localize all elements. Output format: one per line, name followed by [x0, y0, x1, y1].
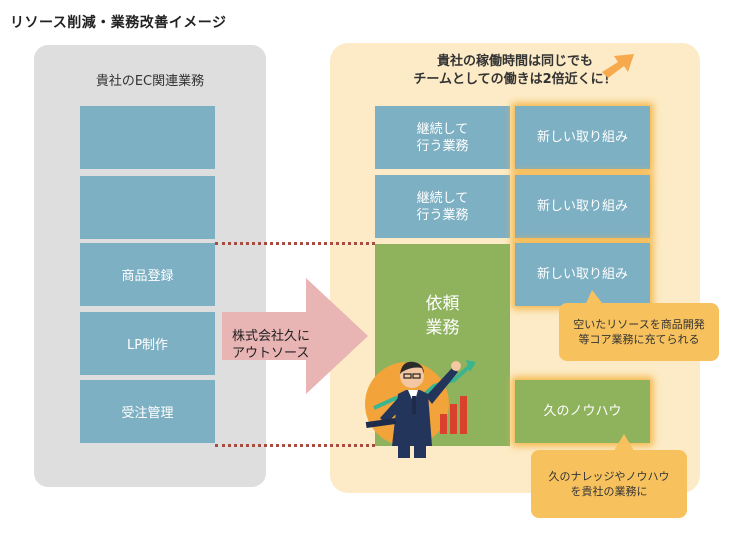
continuing-task-line-1: 継続して	[416, 190, 469, 206]
bubble-knowledge: 久のナレッジやノウハウ を貴社の業務に	[531, 450, 687, 518]
new-initiative-box-1: 新しい取り組み	[515, 106, 650, 169]
new-initiative-box-2: 新しい取り組み	[515, 175, 650, 238]
right-title-line-1: 貴社の稼働時間は同じでも	[436, 54, 593, 69]
left-box-1	[80, 106, 215, 169]
dotted-line-top	[215, 242, 375, 245]
request-line-2: 業務	[425, 318, 460, 338]
left-box-product-registration: 商品登録	[80, 243, 215, 306]
continuing-task-line-2: 行う業務	[416, 138, 469, 154]
bubble-free-resources: 空いたリソースを商品開発 等コア業務に充てられる	[559, 303, 719, 361]
arrow-label-line-2: アウトソース	[232, 346, 310, 361]
new-initiative-box-3: 新しい取り組み	[515, 243, 650, 306]
dotted-line-bottom	[215, 444, 375, 447]
continuing-task-line-2: 行う業務	[416, 207, 469, 223]
orange-up-arrow-icon	[602, 54, 634, 78]
outsource-arrow-icon	[222, 278, 368, 394]
left-box-lp-production: LP制作	[80, 312, 215, 375]
left-panel-title: 貴社のEC関連業務	[95, 74, 205, 89]
bubble2-line-1: 久のナレッジやノウハウ	[548, 470, 670, 483]
right-panel-title: 貴社の稼働時間は同じでも チームとしての働きは2倍近くに！	[330, 53, 700, 89]
request-line-1: 依頼	[425, 294, 460, 314]
bubble-tail-2	[612, 434, 636, 454]
person-pointing-icon	[365, 360, 476, 458]
tablet-icon	[365, 417, 397, 429]
left-box-order-management: 受注管理	[80, 380, 215, 443]
right-title-line-2: チームとしての働きは2倍近くに！	[413, 72, 617, 87]
left-box-2	[80, 176, 215, 239]
outsource-arrow-label: 株式会社久に アウトソース	[232, 328, 324, 362]
arrow-label-line-1: 株式会社久に	[232, 329, 311, 344]
continuing-task-line-1: 継続して	[416, 121, 469, 137]
request-task-label: 依頼 業務	[375, 292, 510, 340]
bubble1-line-1: 空いたリソースを商品開発	[573, 318, 705, 331]
continuing-task-box-1: 継続して 行う業務	[375, 106, 510, 169]
bubble2-line-2: を貴社の業務に	[570, 485, 648, 498]
continuing-task-box-2: 継続して 行う業務	[375, 175, 510, 238]
knowhow-box: 久のノウハウ	[515, 380, 650, 443]
bubble1-line-2: 等コア業務に充てられる	[578, 333, 700, 346]
page-title: リソース削減・業務改善イメージ	[10, 15, 227, 31]
